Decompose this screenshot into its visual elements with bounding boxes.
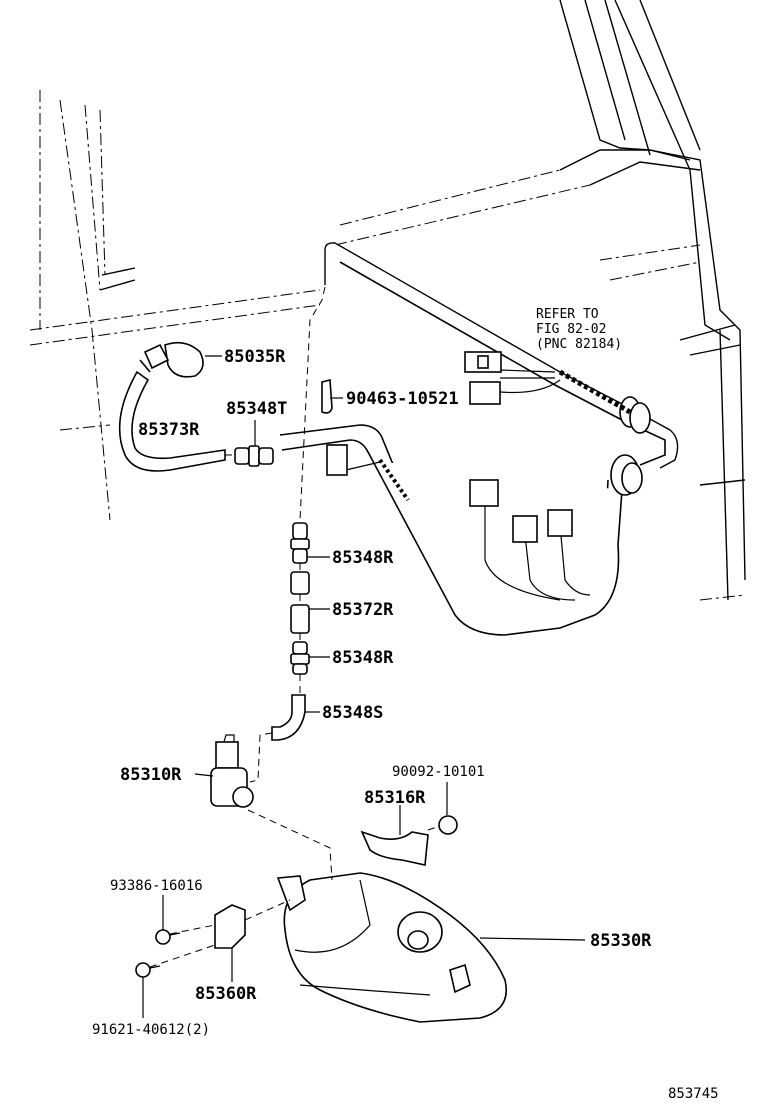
refer-to-line3: (PNC 82184) xyxy=(536,337,622,352)
label-85373R: 85373R xyxy=(138,420,200,440)
label-85348S: 85348S xyxy=(322,703,383,723)
label-85035R: 85035R xyxy=(224,347,286,367)
label-85348R-upper: 85348R xyxy=(332,548,394,568)
nozzle-85035R xyxy=(139,341,204,378)
connector-left xyxy=(326,444,348,476)
bolt-93386-16016 xyxy=(155,929,181,945)
label-85316R: 85316R xyxy=(364,788,426,808)
bracket-85316R xyxy=(360,830,429,866)
label-90092-10101: 90092-10101 xyxy=(392,764,485,780)
label-85330R: 85330R xyxy=(590,931,652,951)
hose-85372R xyxy=(290,571,310,634)
pump-85310R xyxy=(210,734,254,808)
label-91621-40612: 91621-40612(2) xyxy=(92,1022,210,1038)
leader-lines xyxy=(142,355,586,1018)
nut-90092-10101 xyxy=(438,815,458,835)
figure-number: 853745 xyxy=(668,1086,719,1102)
connector-mid xyxy=(469,381,501,405)
vehicle-body-outline xyxy=(29,0,746,601)
grommet-lower xyxy=(610,454,643,496)
washer-hose-main xyxy=(279,242,679,636)
label-85348R-lower: 85348R xyxy=(332,648,394,668)
label-85310R: 85310R xyxy=(120,765,182,785)
refer-to-line1: REFER TO xyxy=(536,307,599,322)
assembly-dash-lines xyxy=(149,286,441,968)
clip-90463-10521 xyxy=(321,378,333,414)
joint-85348R-upper xyxy=(290,522,310,564)
grommet-upper xyxy=(619,396,651,434)
label-85360R: 85360R xyxy=(195,984,257,1004)
connector-c xyxy=(547,509,573,537)
bracket-85360R xyxy=(214,904,246,949)
label-93386-16016: 93386-16016 xyxy=(110,878,203,894)
label-90463-10521: 90463-10521 xyxy=(346,389,459,409)
hose-85348S xyxy=(271,694,306,741)
label-85372R: 85372R xyxy=(332,600,394,620)
tank-85330R xyxy=(276,872,507,1023)
connector-a xyxy=(469,479,499,507)
label-85348T: 85348T xyxy=(226,399,287,419)
joint-85348R-lower xyxy=(290,641,310,675)
connector-top xyxy=(464,351,502,373)
connector-b xyxy=(512,515,538,543)
joint-85348T xyxy=(234,445,274,467)
bolt-91621-40612 xyxy=(135,962,161,978)
wire-harness xyxy=(345,369,632,601)
refer-to-line2: FIG 82-02 xyxy=(536,322,606,337)
